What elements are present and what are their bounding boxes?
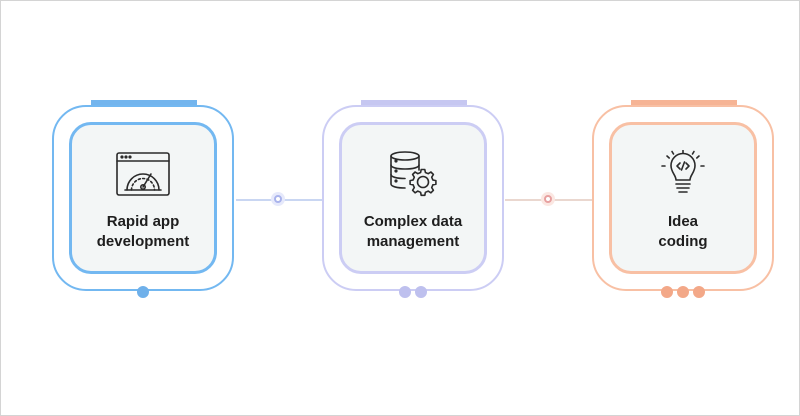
step-dot: [137, 286, 149, 298]
card-inner-panel: Rapid app development: [69, 122, 217, 274]
card-inner-panel: Complex data management: [339, 122, 487, 274]
connector-node-1: [274, 195, 282, 203]
step-label-line-2: management: [366, 233, 460, 250]
connector-node-2: [544, 195, 552, 203]
step-dot: [693, 286, 705, 298]
step-label-line-2: development: [96, 233, 190, 250]
database-gear-icon: [385, 150, 441, 198]
browser-speedometer-icon: [115, 150, 171, 198]
step-card-rapid-app-development: Rapid app development: [52, 100, 234, 298]
step-label-line-1: Complex data: [363, 213, 463, 230]
step-label-line-2: coding: [658, 233, 708, 250]
step-indicator-dots: [592, 286, 774, 298]
step-dot: [415, 286, 427, 298]
lightbulb-code-icon: [655, 150, 711, 198]
step-dot: [399, 286, 411, 298]
step-indicator-dots: [322, 286, 504, 298]
step-label: Complex data management: [364, 212, 462, 252]
step-label: Idea coding: [658, 212, 707, 252]
step-label: Rapid app development: [97, 212, 190, 252]
step-card-idea-coding: Idea coding: [592, 100, 774, 298]
step-dot: [677, 286, 689, 298]
step-indicator-dots: [52, 286, 234, 298]
step-label-line-1: Idea: [667, 213, 698, 230]
step-label-line-1: Rapid app: [106, 213, 180, 230]
card-inner-panel: Idea coding: [609, 122, 757, 274]
step-card-complex-data-management: Complex data management: [322, 100, 504, 298]
step-dot: [661, 286, 673, 298]
